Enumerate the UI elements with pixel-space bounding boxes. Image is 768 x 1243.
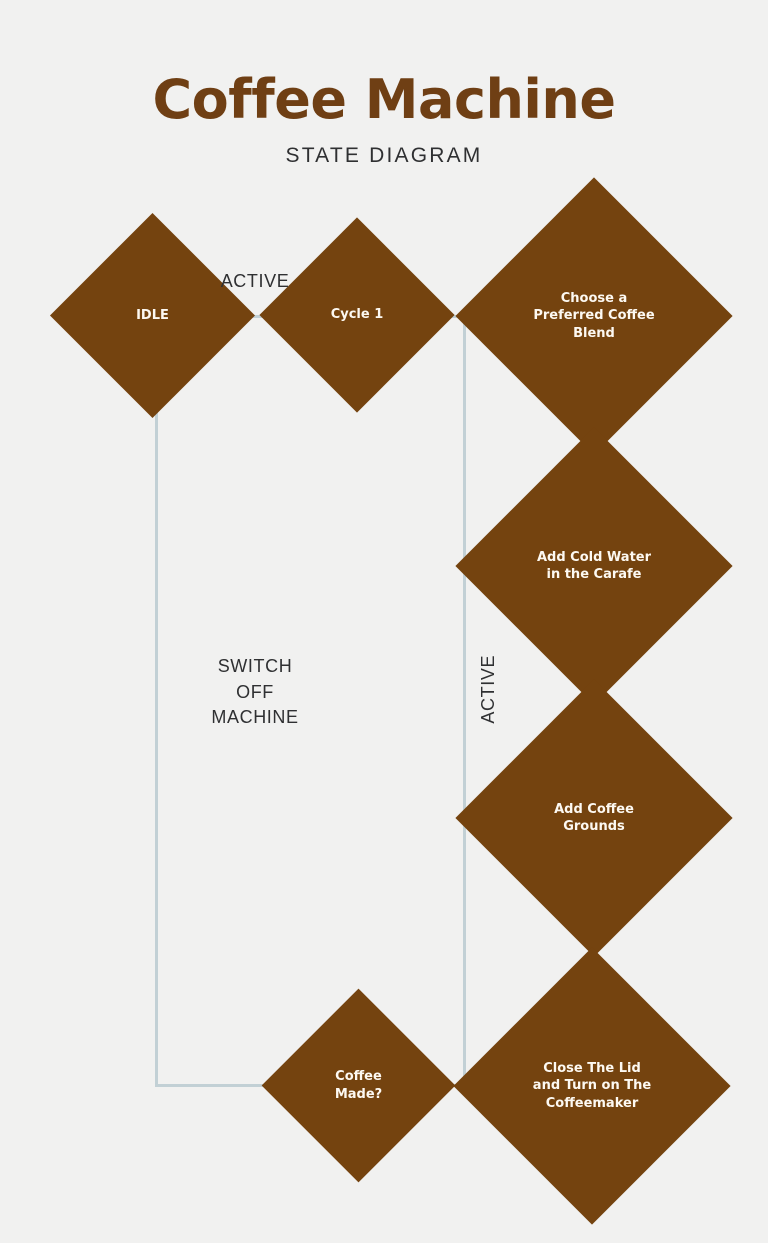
- node-cycle1[interactable]: Cycle 1: [259, 217, 455, 413]
- connector-coffeemade-to-idle-horizontal: [155, 1084, 297, 1087]
- connector-coffeemade-to-idle-vertical: [155, 384, 158, 1087]
- diamond-shape: [49, 212, 256, 419]
- node-close-lid[interactable]: Close The Lid and Turn on The Coffeemake…: [453, 947, 731, 1225]
- diamond-shape: [455, 177, 733, 455]
- page-title: Coffee Machine: [152, 68, 616, 131]
- diamond-shape: [259, 217, 455, 413]
- node-idle[interactable]: IDLE: [49, 212, 256, 419]
- edge-label-active-right: ACTIVE: [477, 654, 498, 724]
- edge-label-switch-off-machine: SWITCH OFF MACHINE: [211, 656, 299, 728]
- node-add-cold-water[interactable]: Add Cold Water in the Carafe: [455, 427, 733, 705]
- connector-coffeemade-to-cycle1-vertical: [463, 315, 466, 1085]
- node-coffee-made[interactable]: Coffee Made?: [261, 988, 456, 1183]
- diamond-shape: [261, 988, 456, 1183]
- node-choose-blend[interactable]: Choose a Preferred Coffee Blend: [455, 177, 733, 455]
- page-subtitle: STATE DIAGRAM: [285, 144, 483, 167]
- node-add-coffee-grounds[interactable]: Add Coffee Grounds: [455, 679, 733, 957]
- diamond-shape: [453, 947, 731, 1225]
- edge-label-active-top: ACTIVE: [220, 271, 290, 291]
